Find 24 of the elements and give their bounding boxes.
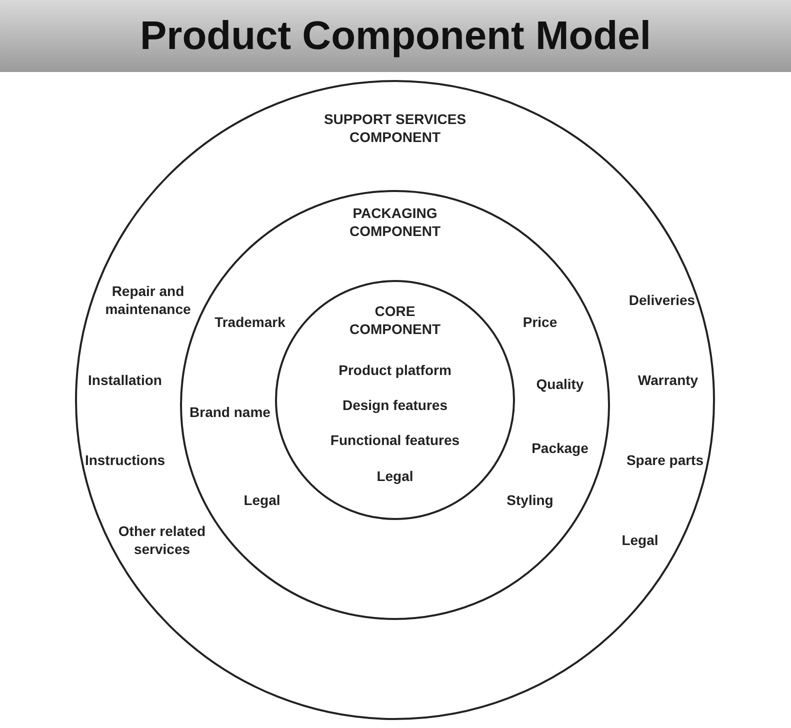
- component-item-label: Styling: [506, 490, 554, 510]
- component-item-label: Legal: [242, 490, 282, 510]
- component-heading: SUPPORT SERVICES COMPONENT: [322, 110, 468, 146]
- page-title: Product Component Model: [0, 0, 791, 72]
- component-item-label: Trademark: [214, 312, 286, 332]
- component-item-label: Installation: [87, 370, 163, 390]
- component-item-label: Legal: [620, 530, 660, 550]
- component-item-label: Instructions: [84, 450, 166, 470]
- outer-circle: [75, 80, 715, 720]
- component-item-label: Functional features: [329, 430, 461, 450]
- component-item-label: Other related services: [117, 522, 207, 558]
- component-item-label: Spare parts: [625, 450, 705, 470]
- component-item-label: Brand name: [188, 402, 272, 422]
- component-item-label: Package: [530, 438, 590, 458]
- component-item-label: Repair and maintenance: [104, 282, 192, 318]
- component-heading: PACKAGING COMPONENT: [348, 204, 442, 240]
- component-item-label: Quality: [535, 374, 585, 394]
- component-item-label: Product platform: [338, 360, 452, 380]
- component-item-label: Deliveries: [628, 290, 696, 310]
- component-item-label: Warranty: [636, 370, 700, 390]
- component-item-label: Price: [522, 312, 558, 332]
- component-item-label: Legal: [376, 466, 414, 486]
- component-item-label: Design features: [341, 396, 449, 414]
- component-heading: CORE COMPONENT: [348, 302, 442, 338]
